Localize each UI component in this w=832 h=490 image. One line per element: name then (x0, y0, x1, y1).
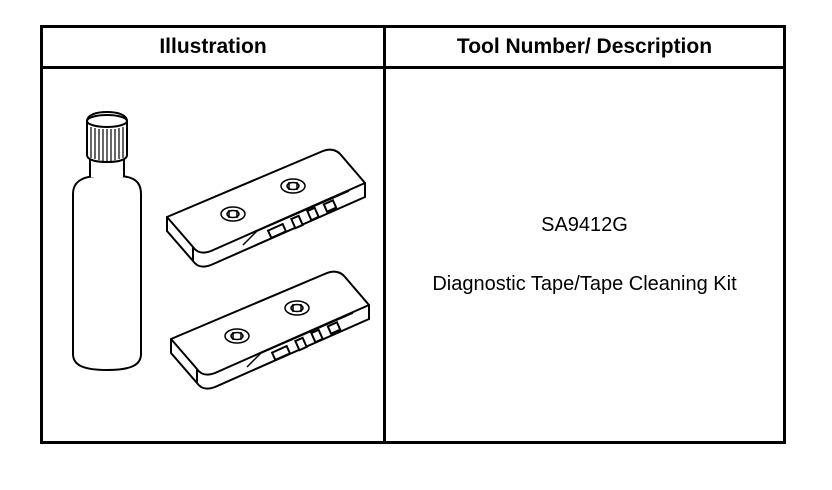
header-tool-number-description: Tool Number/ Description (383, 25, 786, 69)
cassette-tape-icon (166, 148, 366, 268)
tool-description: Diagnostic Tape/Tape Cleaning Kit (432, 273, 737, 295)
tool-number: SA9412G (541, 214, 628, 236)
tool-description-cell: SA9412G Diagnostic Tape/Tape Cleaning Ki… (383, 66, 786, 444)
tool-table: Illustration Tool Number/ Description (40, 25, 786, 444)
table-row: SA9412G Diagnostic Tape/Tape Cleaning Ki… (40, 66, 786, 444)
cassette-tape-icon (170, 270, 370, 390)
illustration-cell (40, 66, 386, 444)
header-illustration: Illustration (40, 25, 386, 69)
bottle-icon (72, 110, 142, 372)
table-header-row: Illustration Tool Number/ Description (40, 25, 786, 69)
illustration-drawing (72, 110, 370, 390)
